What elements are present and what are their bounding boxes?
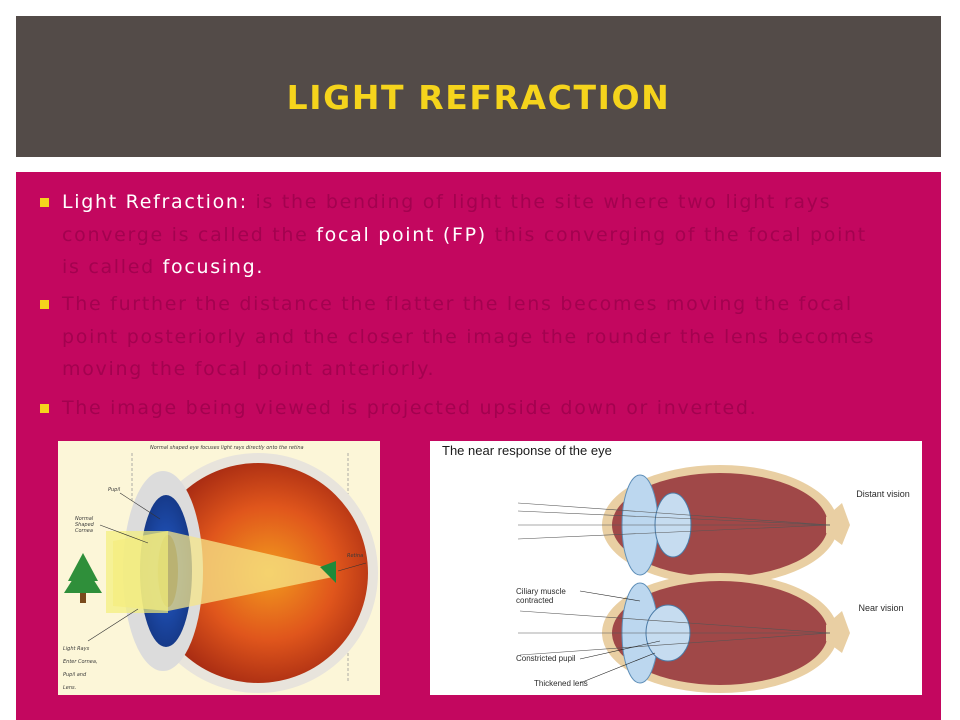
bullet-1-focusing: focusing [162,256,257,278]
bullet-1-term: Light Refraction [62,191,240,213]
label-light-rays: Light Rays Enter Cornea, Pupil and Lens. [63,646,98,691]
bullet-2-text: The further the distance the flatter the… [62,293,876,380]
label-near-vision: Near vision [858,603,904,613]
bullet-1-text-b: this converging of the focal point is ca… [62,223,867,279]
eye-cross-section-figure: Normal shaped eye focuses light rays dir… [58,441,380,695]
bullet-1-focal-point: focal point (FP) [316,223,487,246]
near-response-figure: The near response of the eye Distant vis… [430,441,922,695]
bullet-marker-icon [40,404,49,413]
bullet-item-3: The image being viewed is projected upsi… [40,392,892,425]
title-band: LIGHT REFRACTION [16,16,941,157]
eye-cross-section-illustration [64,453,378,693]
bullet-item-2: The further the distance the flatter the… [40,288,892,386]
slide-title: LIGHT REFRACTION [286,78,671,117]
label-distant-vision: Distant vision [856,489,910,499]
bullet-1-colon: : [239,191,256,213]
label-pupil: Pupil [108,487,121,493]
left-figure-caption: Normal shaped eye focuses light rays dir… [150,445,304,451]
label-thickened-lens: Thickened lens [534,679,588,688]
bullet-1-text-a: is the bending of light the site where t… [62,191,832,246]
label-constricted-pupil: Constricted pupil [516,654,576,663]
bullet-item-1: Light Refraction: is the bending of ligh… [40,186,892,284]
label-ciliary-muscle: Ciliary muscle contracted [516,587,566,606]
bullet-1-period: . [256,256,265,278]
label-cornea: Normal Shaped Cornea [75,516,94,534]
label-retina: Retina [347,553,364,559]
bullet-marker-icon [40,198,49,207]
bullet-marker-icon [40,300,49,309]
near-response-illustration [517,465,850,693]
near-response-title: The near response of the eye [442,443,612,458]
bullet-3-text: The image being viewed is projected upsi… [62,397,758,419]
